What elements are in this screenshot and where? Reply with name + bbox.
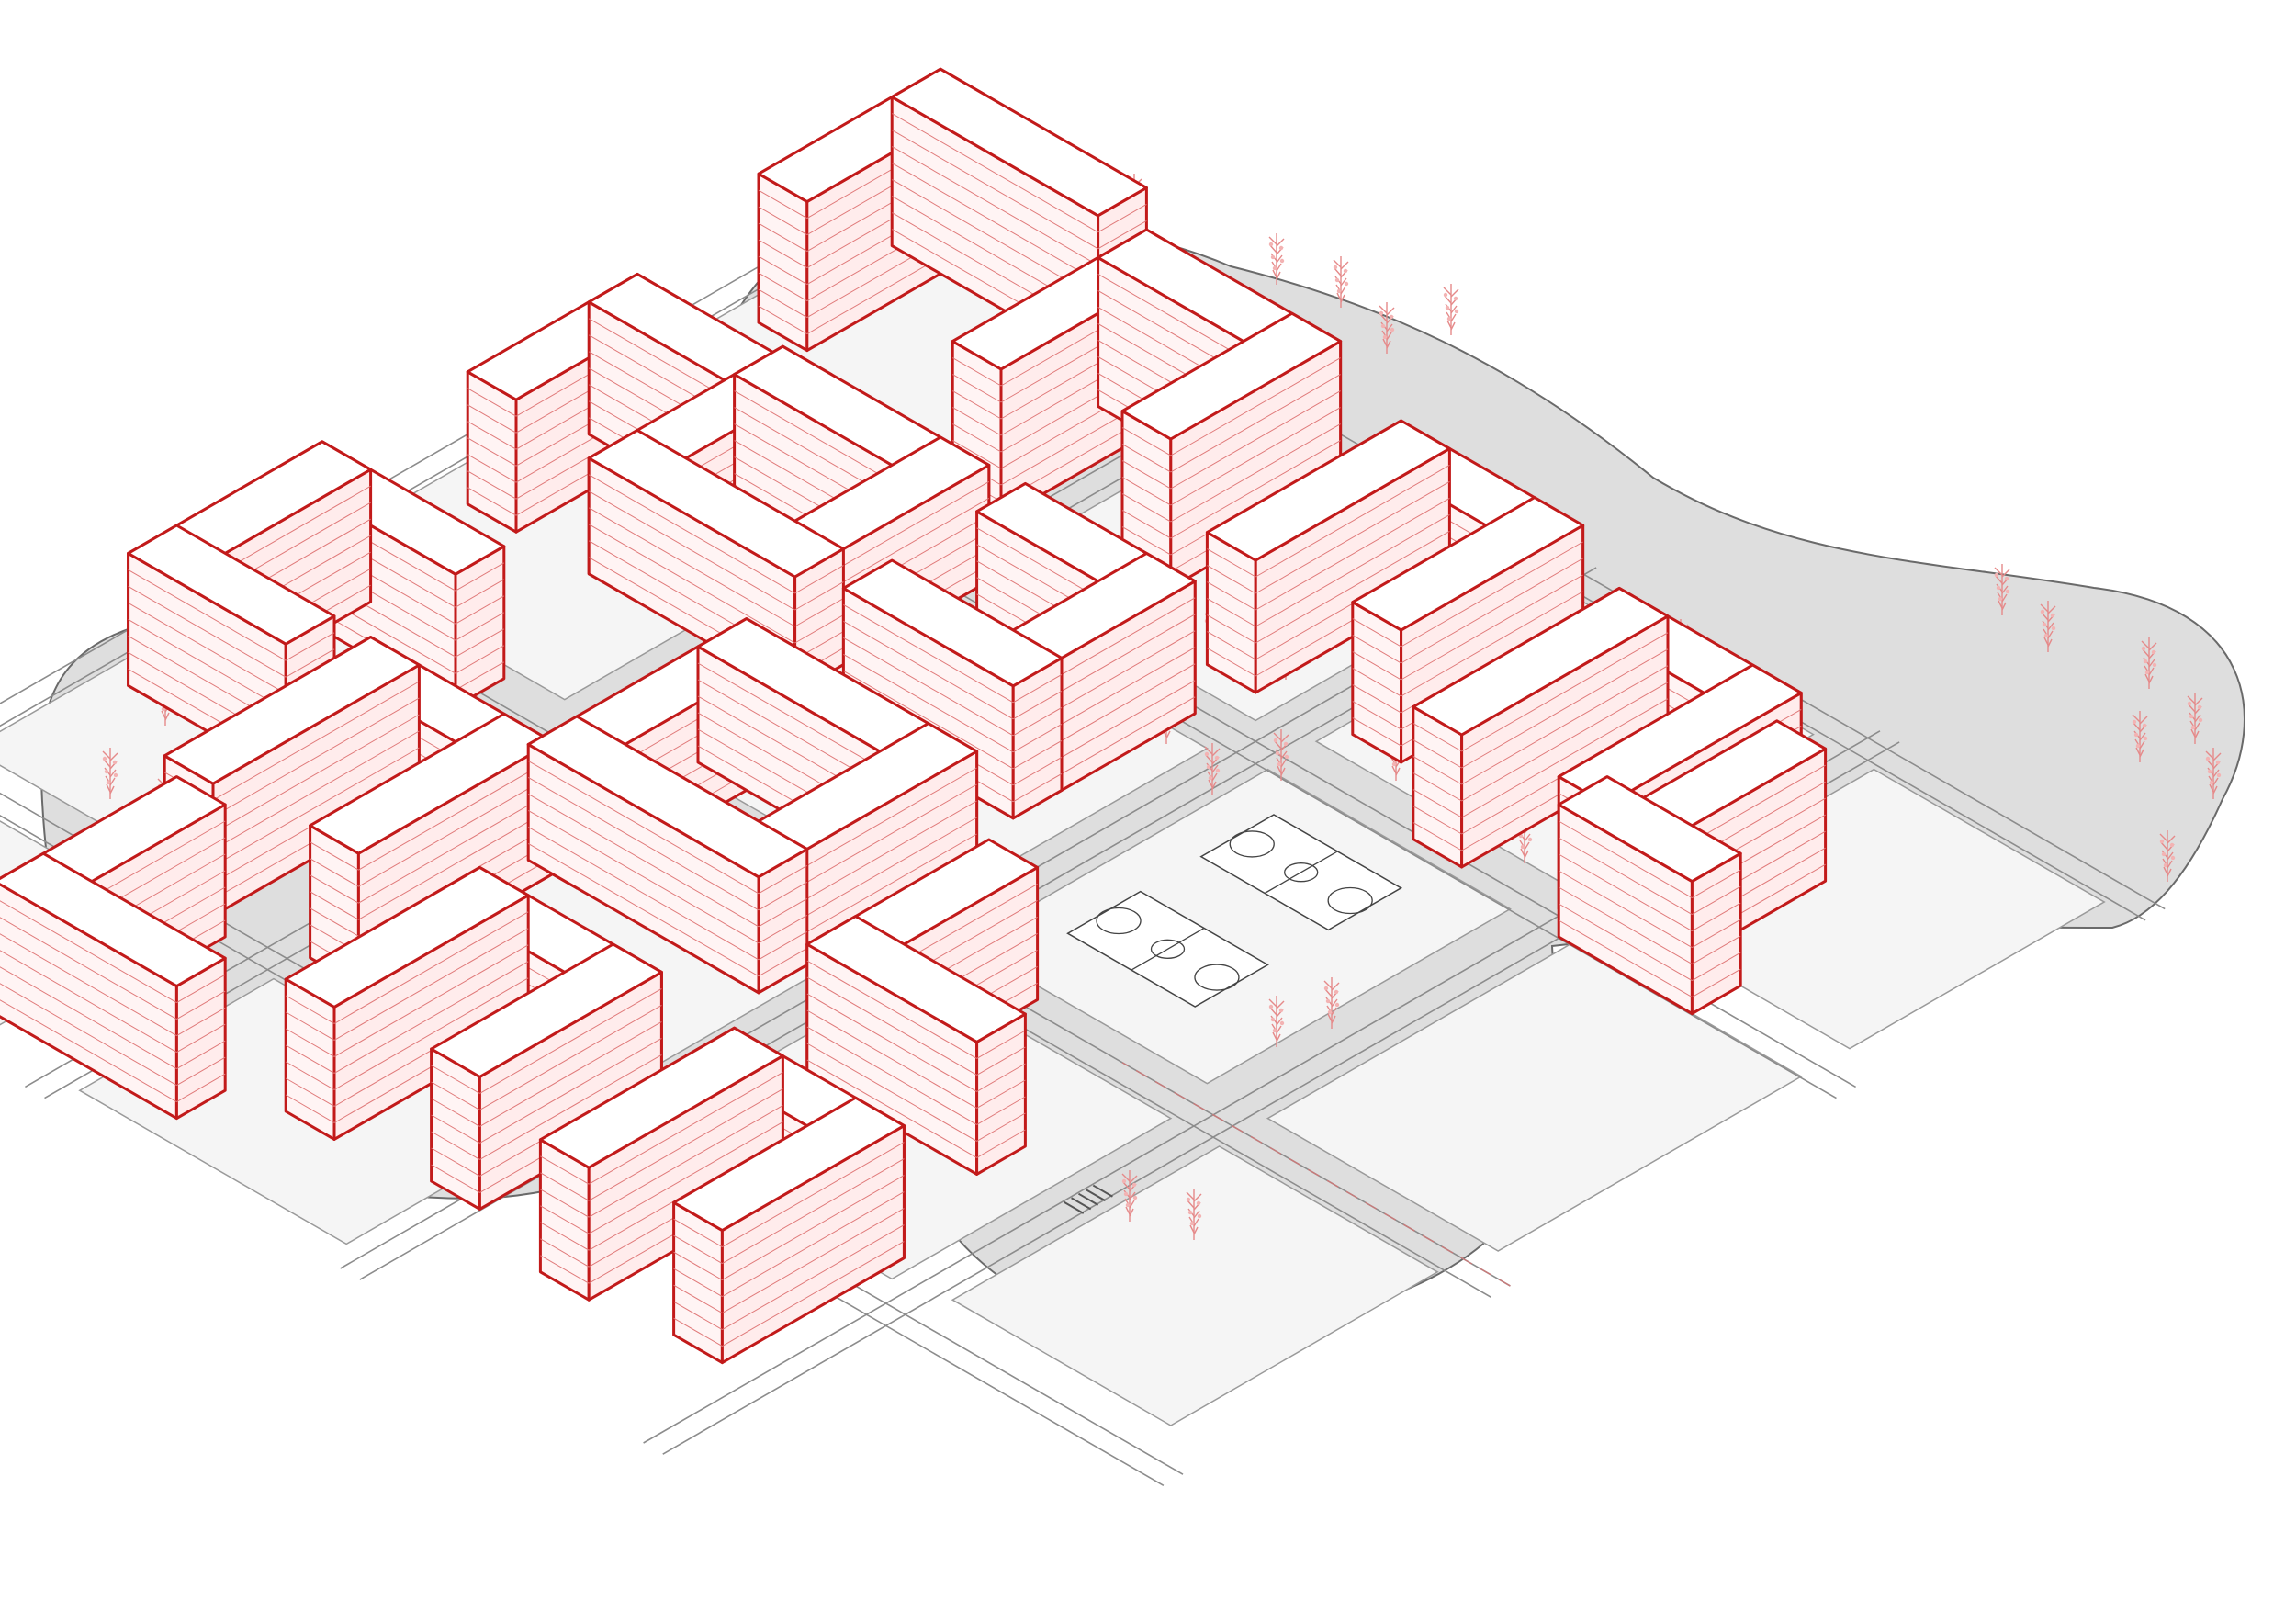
tree-icon bbox=[2159, 830, 2176, 882]
building-roof bbox=[309, 712, 555, 855]
building-roof bbox=[163, 636, 421, 785]
building-b13 bbox=[430, 942, 663, 1211]
building-roof bbox=[1205, 419, 1451, 562]
building-b03 bbox=[1205, 419, 1451, 694]
building-b08 bbox=[841, 558, 1064, 820]
building-b04 bbox=[1412, 586, 1670, 869]
basketball-courts bbox=[1066, 814, 1403, 1008]
building-roof bbox=[127, 524, 336, 646]
tree-icon bbox=[2141, 637, 2157, 689]
crosswalk bbox=[1064, 1200, 1085, 1214]
tree-icon bbox=[1186, 1189, 1202, 1240]
court-key bbox=[1194, 964, 1240, 991]
buildings bbox=[0, 67, 1828, 1365]
city-block bbox=[962, 768, 1512, 1085]
tree-icon bbox=[2205, 748, 2222, 799]
tree-icon bbox=[1268, 996, 1285, 1047]
building-roof bbox=[430, 942, 663, 1078]
tree-icon bbox=[1273, 729, 1289, 781]
building-wall bbox=[757, 172, 809, 353]
city-block bbox=[951, 1145, 1439, 1426]
court-center-circle bbox=[1284, 862, 1319, 883]
building-roof bbox=[841, 558, 1064, 688]
building-roof bbox=[0, 851, 227, 988]
court-center-circle bbox=[1150, 939, 1186, 959]
building-b14 bbox=[672, 1096, 906, 1365]
court-midline bbox=[1264, 851, 1338, 895]
building-b02 bbox=[1120, 311, 1343, 590]
court-key bbox=[1327, 886, 1373, 915]
court-key bbox=[1229, 830, 1275, 858]
building-b14 bbox=[538, 1026, 784, 1302]
city-block bbox=[1266, 942, 1803, 1252]
building-roof bbox=[526, 715, 809, 879]
tree-icon bbox=[1121, 1170, 1138, 1222]
court-key bbox=[1096, 907, 1142, 935]
building-b13 bbox=[284, 865, 530, 1141]
building-roof bbox=[1412, 586, 1670, 737]
building-roof bbox=[890, 67, 1148, 218]
building-roof bbox=[538, 1026, 784, 1169]
crosswalk bbox=[1077, 1192, 1099, 1206]
crosswalk bbox=[1092, 1184, 1113, 1198]
building-roof bbox=[1120, 311, 1343, 441]
tree-icon bbox=[2132, 711, 2148, 762]
tree-icon bbox=[2187, 693, 2203, 744]
building-roof bbox=[1557, 775, 1742, 884]
building-roof bbox=[587, 428, 845, 579]
tree-icon bbox=[2040, 601, 2056, 652]
building-b05 bbox=[1557, 775, 1742, 1016]
building-roof bbox=[672, 1096, 906, 1233]
tree-icon bbox=[1204, 743, 1221, 795]
tree-icon bbox=[1323, 977, 1340, 1029]
crosswalk bbox=[1085, 1189, 1107, 1202]
building-b09 bbox=[526, 715, 809, 995]
tree-icon bbox=[1994, 564, 2010, 615]
crosswalk bbox=[1071, 1197, 1092, 1211]
tree-icon bbox=[1443, 284, 1459, 335]
tree-icon bbox=[102, 748, 118, 799]
tree-icon bbox=[1268, 233, 1285, 285]
tree-icon bbox=[1333, 256, 1349, 308]
court-midline bbox=[1131, 927, 1205, 971]
building-roof bbox=[284, 865, 530, 1009]
building-roof bbox=[1351, 496, 1585, 632]
building-b15 bbox=[0, 851, 227, 1121]
building-b10 bbox=[805, 915, 1027, 1176]
tree-icon bbox=[1379, 302, 1395, 354]
building-roof bbox=[805, 915, 1027, 1043]
road-centerline bbox=[1121, 1062, 1511, 1287]
